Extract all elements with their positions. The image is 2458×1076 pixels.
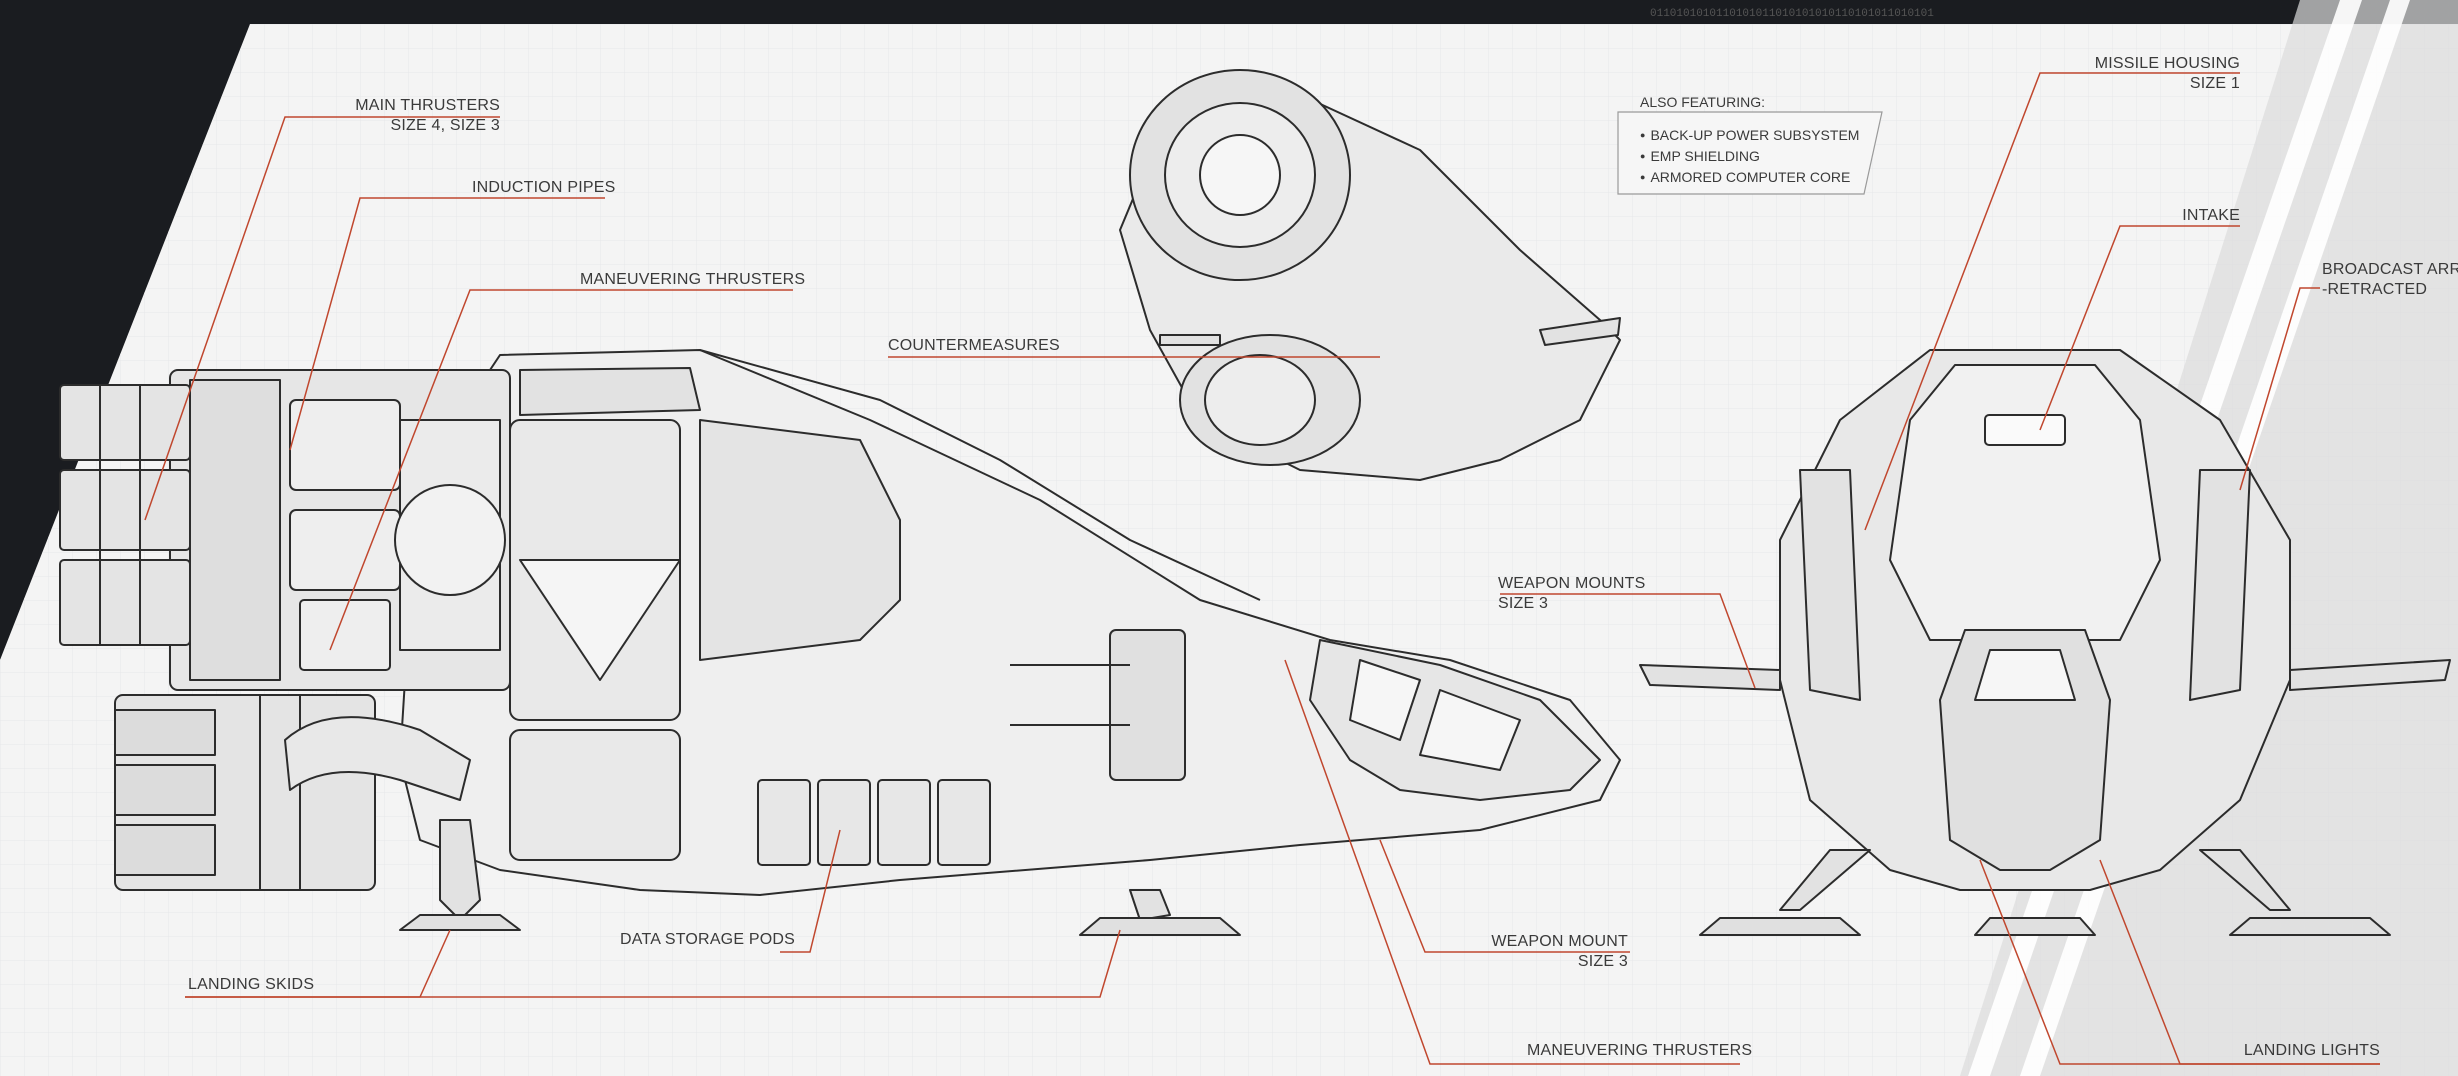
side-induction-pipe — [284, 716, 471, 801]
label-maneuvering-thrusters-top: MANEUVERING THRUSTERS — [580, 271, 806, 288]
front-wing-right — [2289, 659, 2451, 691]
label-main-thrusters: MAIN THRUSTERS SIZE 4, SIZE 3 — [300, 96, 500, 136]
label-weapon-mounts: WEAPON MOUNTS SIZE 3 — [1498, 574, 1646, 614]
side-data-storage-pods — [757, 779, 991, 866]
feature-item: EMP SHIELDING — [1640, 147, 1859, 168]
label-main-thrusters-line1: MAIN THRUSTERS — [355, 97, 500, 114]
label-landing-skids: LANDING SKIDS — [188, 976, 315, 993]
feature-item: ARMORED COMPUTER CORE — [1640, 168, 1859, 189]
label-broadcast-array-line2: -RETRACTED — [2322, 281, 2428, 298]
label-weapon-mount-line1: WEAPON MOUNT — [1491, 933, 1628, 950]
leader-lines — [144, 72, 2380, 1065]
label-maneuvering-thrusters-bottom: MANEUVERING THRUSTERS — [1527, 1042, 1753, 1059]
side-landing-skids — [399, 819, 1241, 936]
front-view-ship — [1639, 349, 2451, 936]
label-weapon-mount-line2: SIZE 3 — [1577, 953, 1628, 970]
label-missile-housing-line1: MISSILE HOUSING — [2094, 55, 2240, 72]
label-intake: INTAKE — [2182, 207, 2240, 224]
label-missile-housing: MISSILE HOUSING SIZE 1 — [2040, 54, 2240, 94]
also-featuring-list: BACK-UP POWER SUBSYSTEM EMP SHIELDING AR… — [1640, 126, 1859, 189]
label-missile-housing-line2: SIZE 1 — [2189, 75, 2240, 92]
side-engine-block — [169, 369, 511, 691]
also-featuring-box: ALSO FEATURING: BACK-UP POWER SUBSYSTEM … — [1618, 94, 1880, 194]
label-data-storage-pods: DATA STORAGE PODS — [620, 931, 795, 948]
label-broadcast-array-line1: BROADCAST ARRAY — [2322, 261, 2458, 278]
side-view-ship — [59, 349, 1621, 936]
rear-iso-view-ship — [1119, 69, 1621, 481]
label-countermeasures: COUNTERMEASURES — [888, 337, 1060, 354]
label-weapon-mount: WEAPON MOUNT SIZE 3 — [1430, 932, 1628, 972]
label-induction-pipes: INDUCTION PIPES — [472, 179, 616, 196]
label-broadcast-array: BROADCAST ARRAY -RETRACTED — [2322, 260, 2458, 300]
label-main-thrusters-line2: SIZE 4, SIZE 3 — [390, 117, 500, 134]
side-main-thruster-top — [59, 384, 191, 646]
label-landing-lights: LANDING LIGHTS — [2243, 1042, 2380, 1059]
label-weapon-mounts-line2: SIZE 3 — [1498, 595, 1549, 612]
feature-item: BACK-UP POWER SUBSYSTEM — [1640, 126, 1859, 147]
binary-pattern: 0110101010110101011010101010110101011010… — [1650, 8, 1934, 20]
label-weapon-mounts-line1: WEAPON MOUNTS — [1498, 575, 1646, 592]
also-featuring-title: ALSO FEATURING: — [1640, 94, 1765, 110]
front-wing-left — [1639, 664, 1781, 691]
